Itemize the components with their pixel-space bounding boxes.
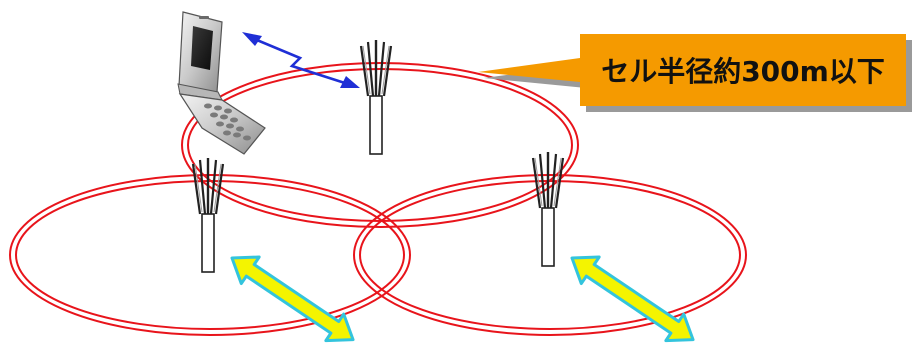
cell-radius-callout: セル半径約300m以下 [478,34,912,112]
phone-earpiece [199,16,209,19]
callout-box [478,34,906,106]
cell-ring-left [9,174,411,336]
antenna-tower-icon [531,150,565,268]
callout-text: セル半径約300m以下 [601,55,885,88]
double-headed-arrow-icon [570,255,695,343]
phone-keypad [204,103,251,141]
zigzag-arrow-icon [242,32,360,88]
double-headed-arrow-icon [230,255,355,343]
cell-ring-right [353,174,747,336]
antenna-tower-icon [359,38,393,156]
phone-screen [191,26,213,70]
flip-phone-icon [177,11,266,155]
